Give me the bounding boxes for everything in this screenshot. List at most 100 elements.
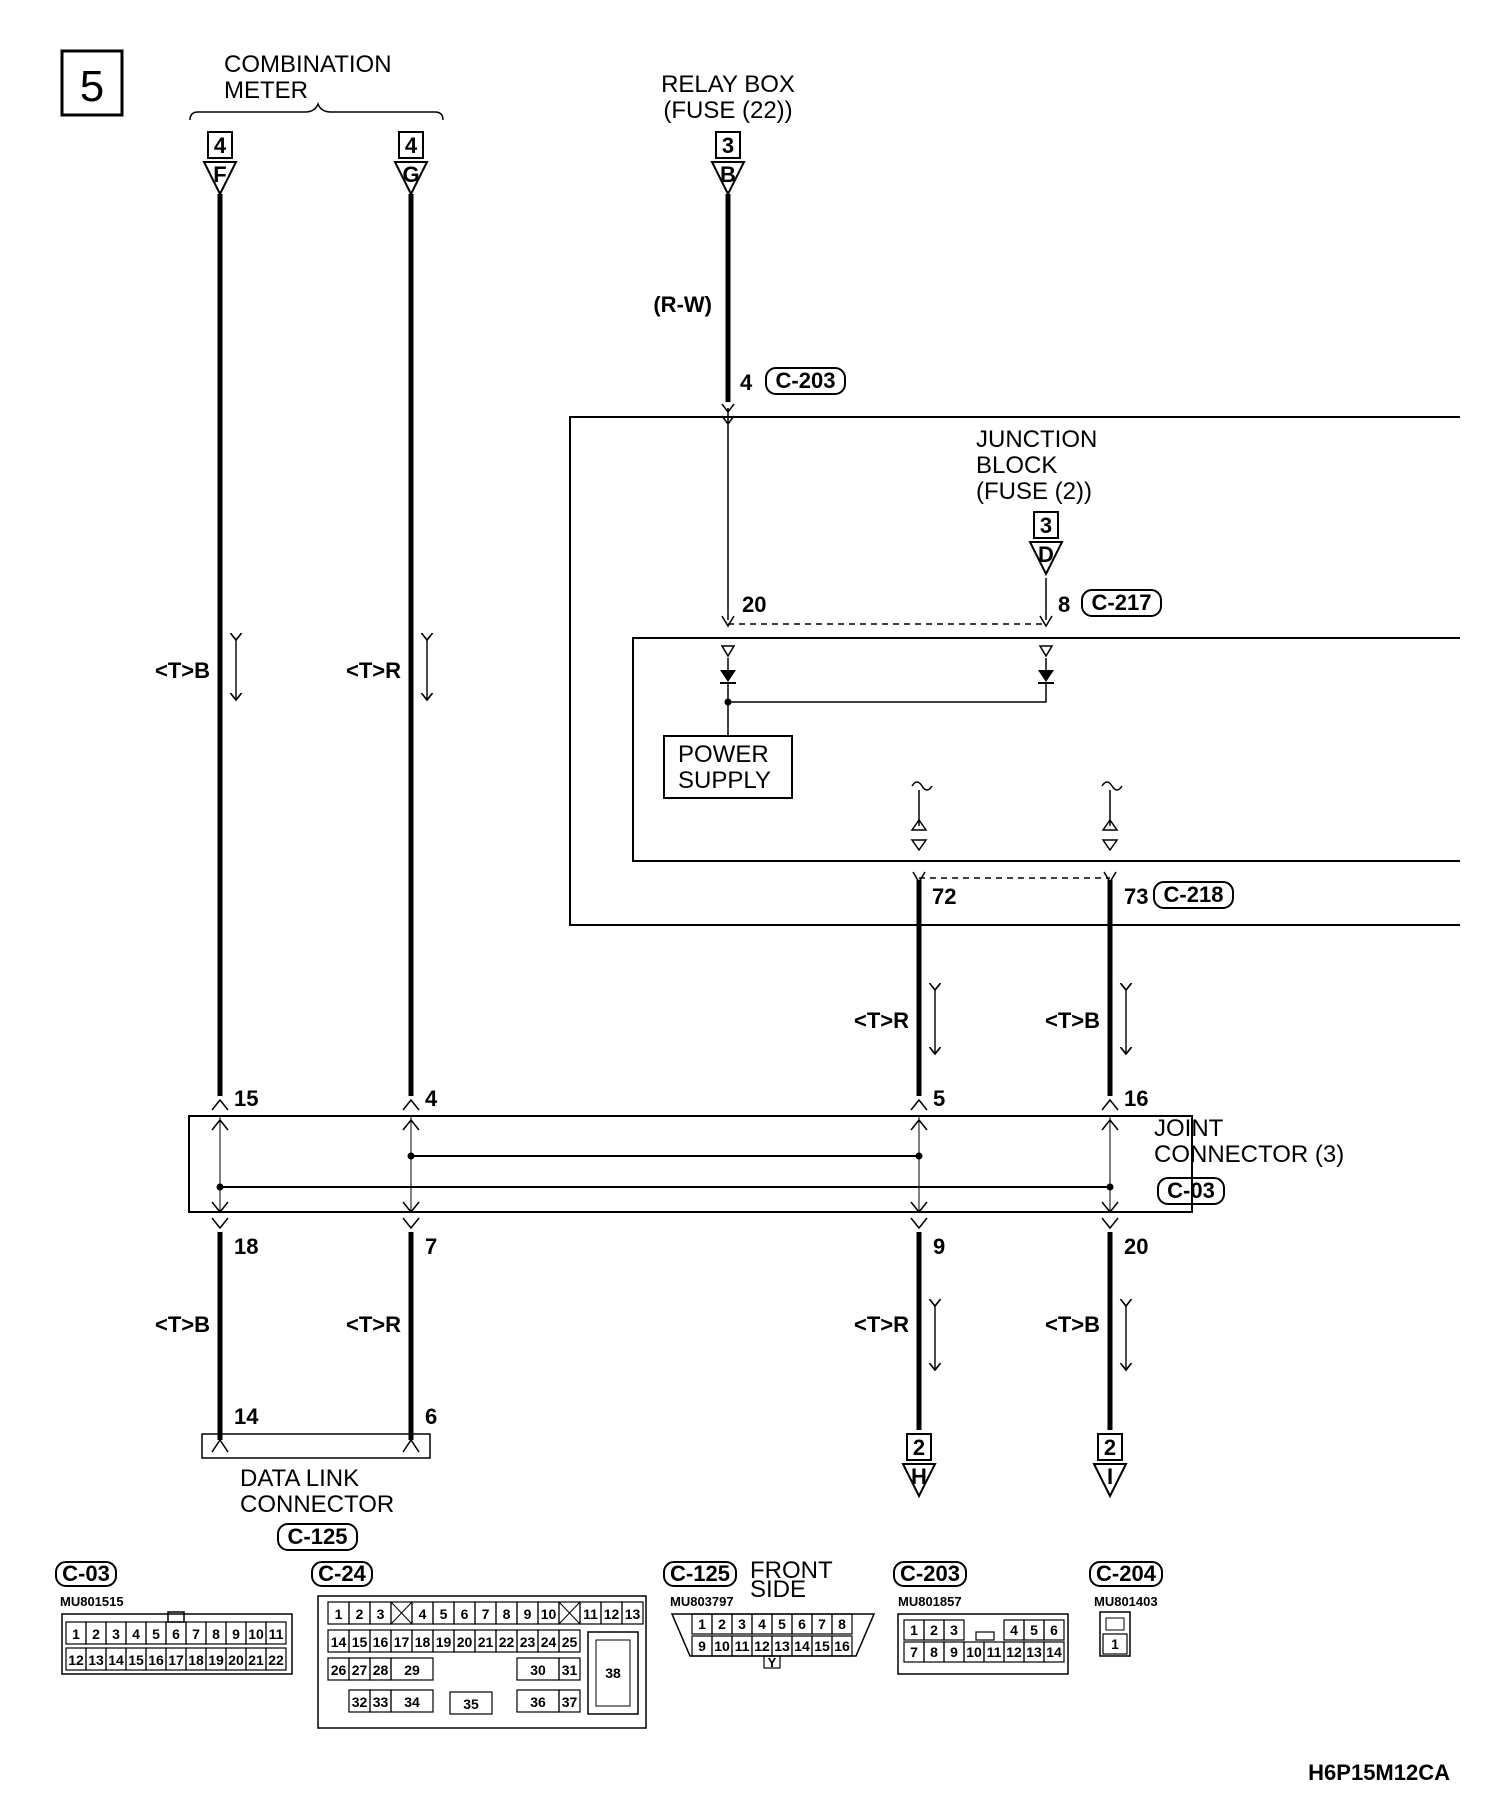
- connector-pin: 18: [188, 1652, 204, 1668]
- offpage-marker-out-h: 2H: [901, 1433, 937, 1499]
- connector-ref-c217: C-217: [1081, 589, 1162, 617]
- connector-pin: 34: [404, 1694, 420, 1710]
- connector-pin: 17: [168, 1652, 184, 1668]
- connector-pin: 30: [530, 1662, 546, 1678]
- connector-pin: 5: [1030, 1622, 1038, 1638]
- connector-pin: 18: [415, 1634, 431, 1650]
- connector-pin: 5: [440, 1606, 448, 1622]
- connector-pin: 11: [269, 1626, 284, 1642]
- connector-pin: 13: [88, 1652, 104, 1668]
- connector-pin: 11: [987, 1644, 1002, 1660]
- connector-pin: 4: [1010, 1622, 1018, 1638]
- connector-pin: 4: [132, 1626, 140, 1642]
- wire-color-can-h-upper: <T>R: [854, 1008, 909, 1033]
- wire-labels-upper: <T>B <T>R <T>R <T>B: [155, 658, 1100, 1033]
- connector-pin: 8: [930, 1644, 938, 1660]
- offpage-letter: G: [402, 162, 419, 187]
- connector-pin: 13: [774, 1638, 790, 1654]
- connector-pin: 21: [248, 1652, 264, 1668]
- connector-pin: 10: [714, 1638, 730, 1654]
- connector-pin: 25: [562, 1634, 578, 1650]
- connector-pin: 3: [112, 1626, 120, 1642]
- connector-pin: 16: [834, 1638, 850, 1654]
- connector-view-label: C-125: [670, 1561, 730, 1586]
- offpage-page: 4: [405, 133, 418, 158]
- connector-pin: 6: [1050, 1622, 1058, 1638]
- connector-pin: 1: [72, 1626, 80, 1642]
- wires-lower: <T>B <T>R <T>R <T>B 14 6: [155, 1232, 1113, 1440]
- connector-pin: 37: [562, 1694, 578, 1710]
- connector-part-number: MU803797: [670, 1594, 734, 1609]
- pin-relay-c203: 4: [740, 370, 753, 395]
- connector-pin: 15: [352, 1634, 368, 1650]
- power-supply-box: [663, 735, 793, 799]
- connector-pin: 24: [541, 1634, 557, 1650]
- connector-pin: 1: [1111, 1636, 1119, 1652]
- pin-dlc-14: 14: [234, 1404, 259, 1429]
- offpage-page: 4: [214, 133, 227, 158]
- connector-pin: 2: [356, 1606, 364, 1622]
- wire-color-relay: (R-W): [653, 292, 712, 317]
- connector-pin: 3: [950, 1622, 958, 1638]
- connector-ref-c03: C-03: [1157, 1177, 1225, 1205]
- connector-pin: 31: [562, 1662, 578, 1678]
- connector-ref-text: C-125: [288, 1524, 348, 1549]
- pin-jc-5: 5: [933, 1086, 945, 1111]
- connector-pin: 7: [818, 1616, 826, 1632]
- connector-key: Y: [768, 1655, 777, 1670]
- connector-pin: 13: [625, 1606, 641, 1622]
- connector-pin: 13: [1026, 1644, 1042, 1660]
- wire-color-meter-f: <T>B: [155, 658, 210, 683]
- wire-color-meter-g: <T>R: [346, 658, 401, 683]
- connector-pin: 32: [352, 1694, 368, 1710]
- pin-jb-8: 8: [1058, 592, 1070, 617]
- connector-pin: 9: [524, 1606, 532, 1622]
- connector-pin: 16: [148, 1652, 164, 1668]
- connector-pin: 14: [1046, 1644, 1062, 1660]
- connector-pin: 12: [754, 1638, 770, 1654]
- connector-pin: 17: [394, 1634, 410, 1650]
- connector-pin: 10: [248, 1626, 264, 1642]
- connector-pin: 15: [814, 1638, 830, 1654]
- connector-pin: 5: [152, 1626, 160, 1642]
- drawing-code: H6P15M12CA: [1308, 1760, 1450, 1785]
- connector-pin: 14: [331, 1634, 347, 1650]
- connector-part-number: MU801403: [1094, 1594, 1158, 1609]
- connector-pin: 4: [758, 1616, 766, 1632]
- connector-pin: 3: [377, 1606, 385, 1622]
- offpage-marker-jb-d: 3D: [1028, 511, 1064, 577]
- connector-pin: 10: [541, 1606, 557, 1622]
- offpage-page: 3: [722, 133, 734, 158]
- wire-color-can-h-lower: <T>R: [854, 1312, 909, 1337]
- connector-pin: 22: [499, 1634, 515, 1650]
- connector-pin: 12: [604, 1606, 620, 1622]
- pin-jc-4: 4: [425, 1086, 438, 1111]
- pin-jb-20: 20: [742, 592, 766, 617]
- offpage-letter: H: [911, 1464, 927, 1489]
- connector-pin: 2: [930, 1622, 938, 1638]
- connector-ref-text: C-217: [1092, 590, 1152, 615]
- connector-ref-text: C-203: [776, 368, 836, 393]
- pin-jc-16: 16: [1124, 1086, 1148, 1111]
- offpage-letter: D: [1038, 542, 1054, 567]
- connector-pin: 7: [910, 1644, 918, 1660]
- connector-pin: 2: [718, 1616, 726, 1632]
- connector-pin: 8: [838, 1616, 846, 1632]
- connector-pin: 12: [68, 1652, 84, 1668]
- connector-pin: 9: [232, 1626, 240, 1642]
- connector-pin: 16: [373, 1634, 389, 1650]
- connector-pin: 14: [794, 1638, 810, 1654]
- connector-pin: 1: [335, 1606, 343, 1622]
- connector-pin: 3: [738, 1616, 746, 1632]
- connector-view-label: C-204: [1096, 1561, 1157, 1586]
- connector-pin: 36: [530, 1694, 546, 1710]
- signal-arrows: [236, 640, 1126, 1370]
- connector-pin: 15: [128, 1652, 144, 1668]
